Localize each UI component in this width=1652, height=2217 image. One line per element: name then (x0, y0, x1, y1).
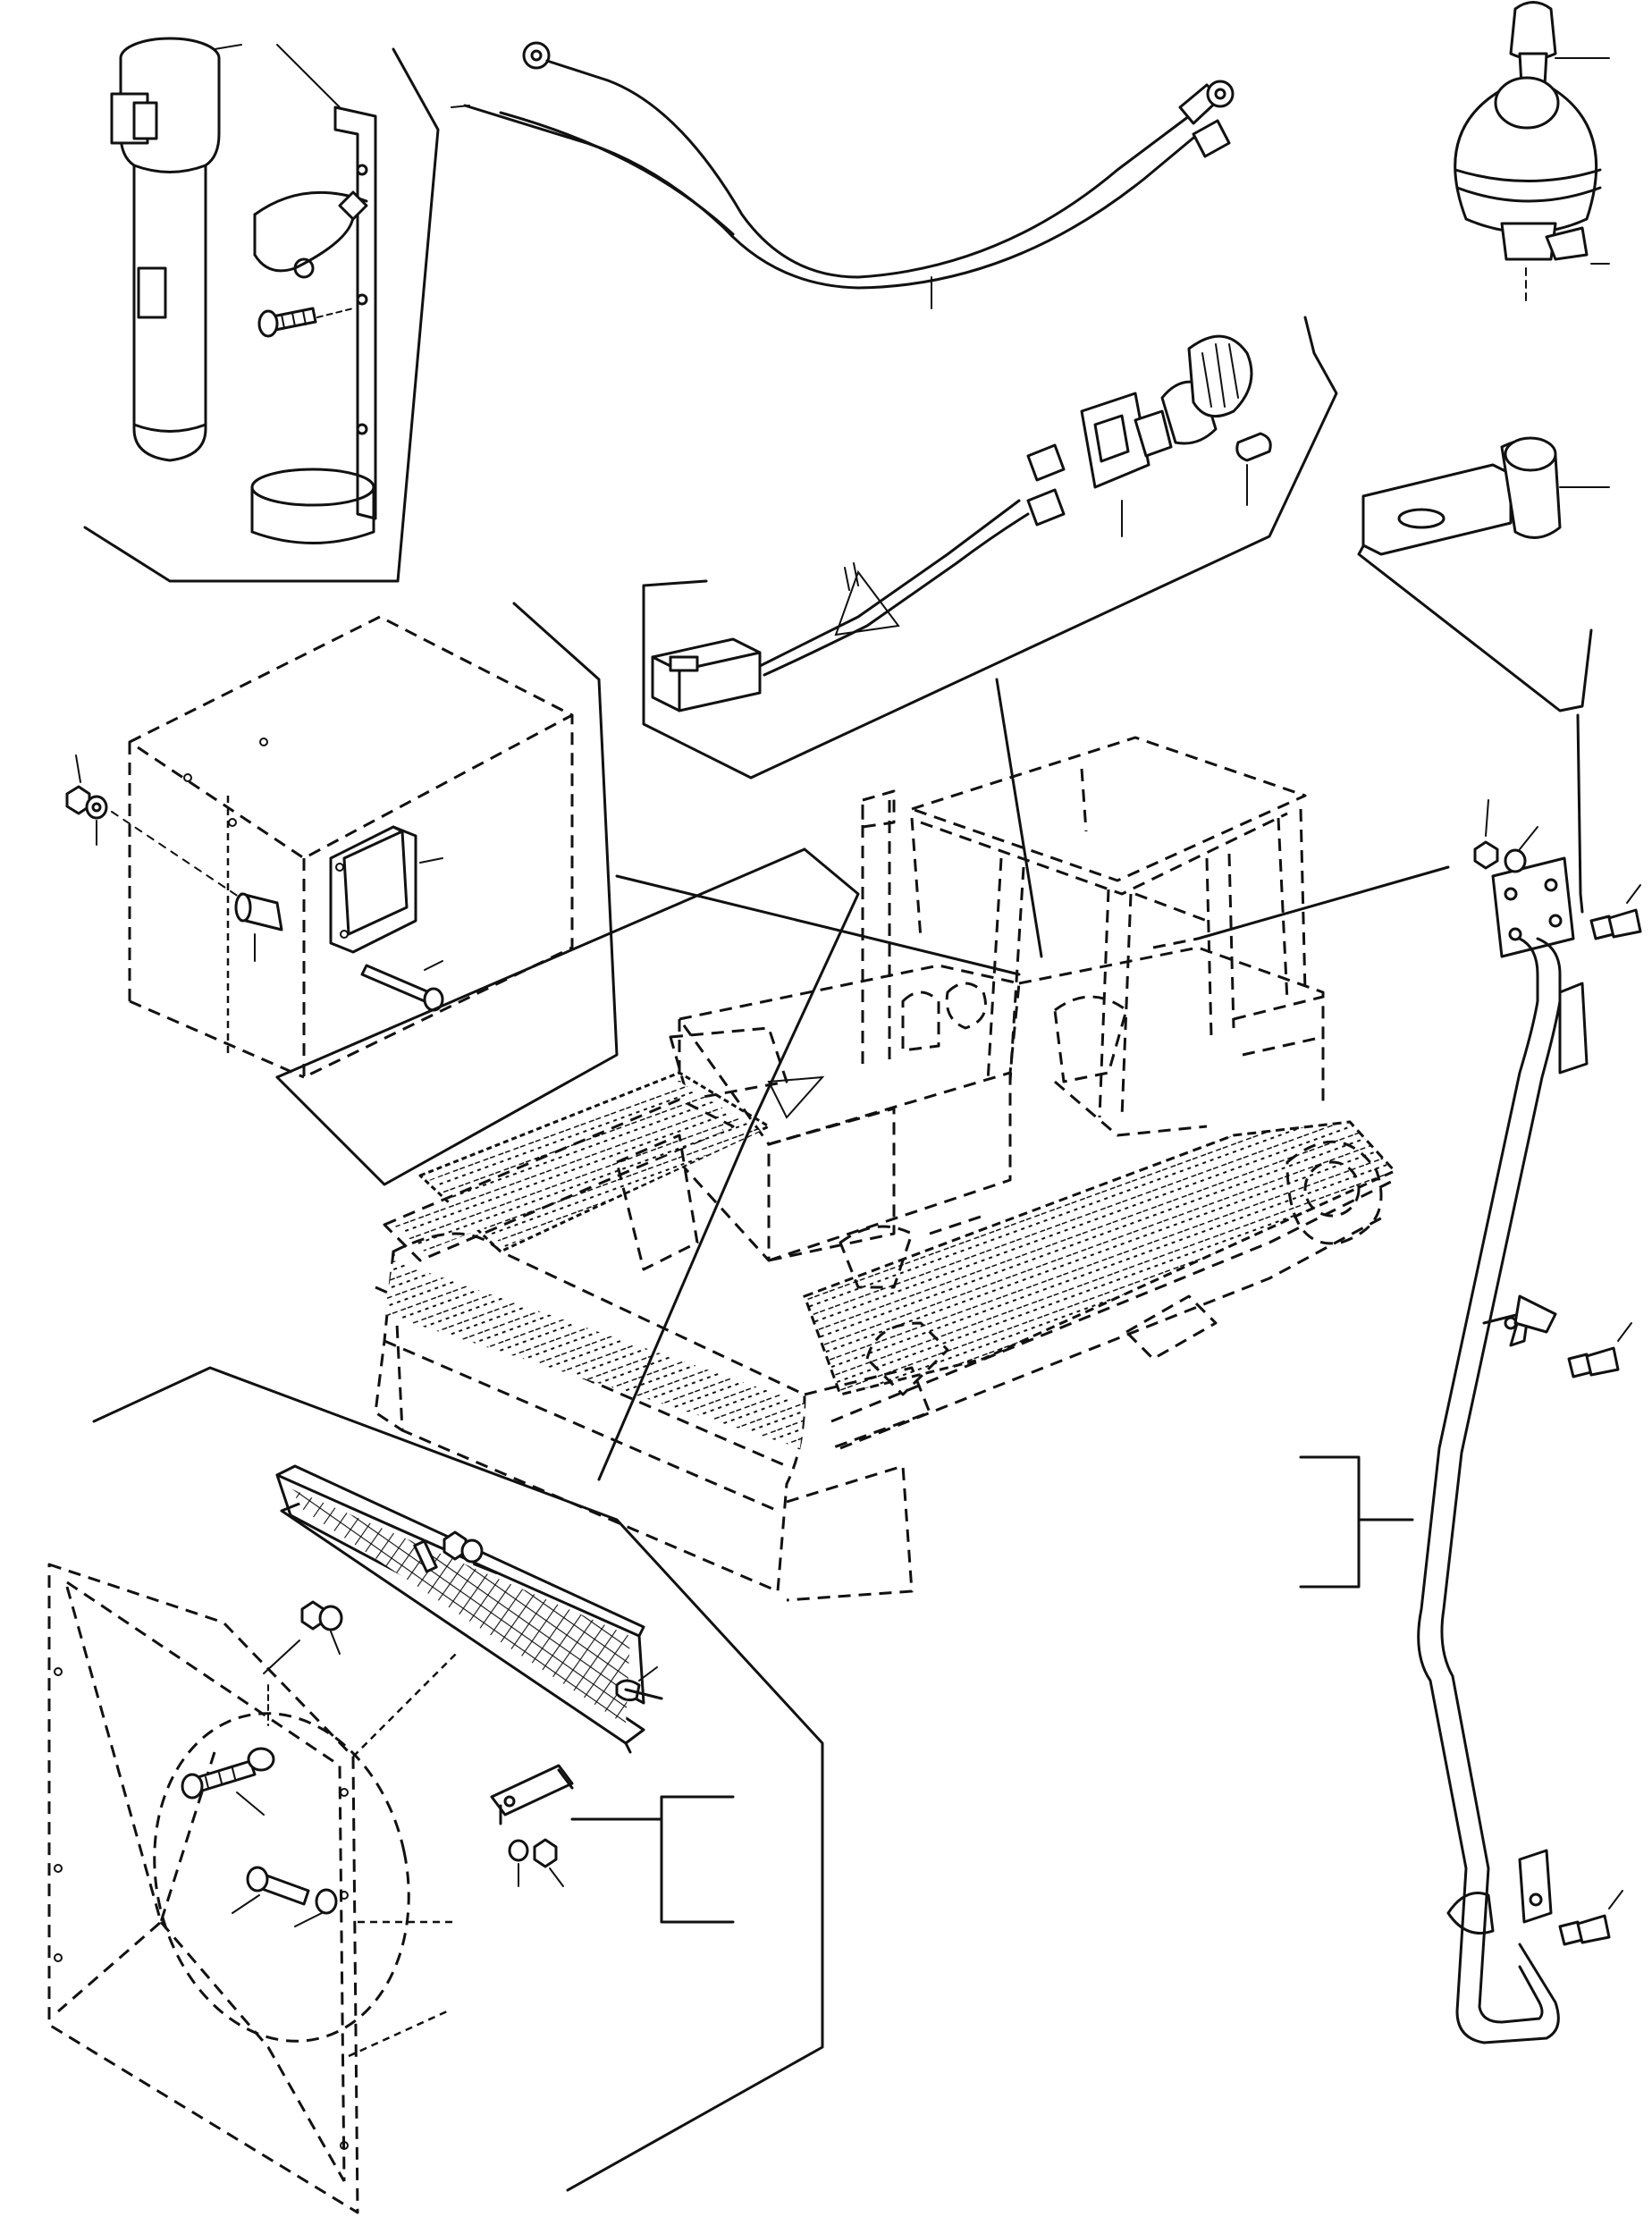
bracket-bolt (257, 307, 354, 338)
leader-line (263, 1640, 300, 1674)
pole-bolt-top (1589, 884, 1642, 940)
pole-bolt-bottom (1558, 1890, 1623, 1946)
bulb-small (1235, 432, 1272, 462)
leader-line (294, 1912, 323, 1927)
radiator-frame (47, 1563, 457, 2214)
grille-guard-detail (47, 1366, 824, 2214)
beacon-bracket (1361, 436, 1610, 556)
leader-line (473, 1564, 497, 1574)
fire-extinguisher-detail (83, 37, 440, 583)
mount-bolt (360, 960, 444, 1012)
lift-cylinder (615, 1134, 984, 1289)
fire-extinguisher (110, 37, 221, 462)
cab-rear-box (128, 615, 574, 1079)
beacon-pole-assembly (1299, 713, 1642, 2044)
detail-boundary-grille (92, 1366, 824, 2192)
radiator-front (768, 1107, 896, 1262)
leader-line (1485, 799, 1489, 837)
leader-line (424, 960, 443, 971)
spacer (234, 892, 283, 962)
leader-line (1608, 1890, 1623, 1909)
engine-hood (669, 946, 1325, 1262)
pole-top-plate (1491, 856, 1575, 958)
leader-line (549, 1867, 564, 1887)
toggle-switch (1026, 334, 1253, 527)
callout-switch-to-cab (995, 678, 1043, 958)
callout-box-edge (275, 847, 806, 1079)
connector-plug (651, 637, 762, 712)
nut-and-washer (65, 754, 242, 899)
callout-grille-to-dozer (597, 847, 860, 1481)
detail-boundary-box (275, 602, 619, 1186)
leader-line (232, 1894, 260, 1914)
leader-line (1617, 1322, 1632, 1342)
detail-boundary-extinguisher (83, 47, 440, 583)
leader-line (214, 44, 242, 50)
callout-lines (275, 678, 1450, 1481)
controller-unit (329, 825, 417, 954)
extinguisher-bracket (250, 105, 377, 544)
leader-line (419, 857, 443, 864)
rotating-beacon (1454, 76, 1610, 265)
leader-line (638, 1666, 658, 1682)
lamp-bulb (1509, 1, 1610, 87)
callout-box-to-cab (615, 874, 1021, 976)
bracket-callout-pole (1299, 1455, 1361, 1589)
battery-cable-detail (451, 41, 1235, 309)
callout-bracket-to-cab (1196, 865, 1450, 940)
leader-line (1519, 826, 1538, 850)
switch-harness-detail (642, 316, 1338, 780)
track-assembly (383, 1071, 1397, 1450)
pole-tube (1417, 937, 1589, 2044)
bracket-callout-grille (660, 1795, 735, 1924)
controller-box-detail (65, 602, 619, 1186)
beacon-lamp-detail (1357, 1, 1610, 712)
leader-line (236, 1791, 265, 1816)
pole-bolt-middle (1567, 1322, 1632, 1378)
pole-nut-washer (1473, 799, 1538, 873)
detail-boundary-switch (642, 316, 1338, 780)
leader-line (330, 1631, 341, 1655)
bulldozer (374, 736, 1397, 1602)
leader-line (75, 754, 81, 783)
grille-mesh (275, 1464, 645, 1754)
leader-line (1626, 884, 1641, 904)
dozer-blade (374, 1232, 931, 1602)
leader-line (276, 44, 341, 108)
grille-hardware (181, 1530, 663, 1927)
